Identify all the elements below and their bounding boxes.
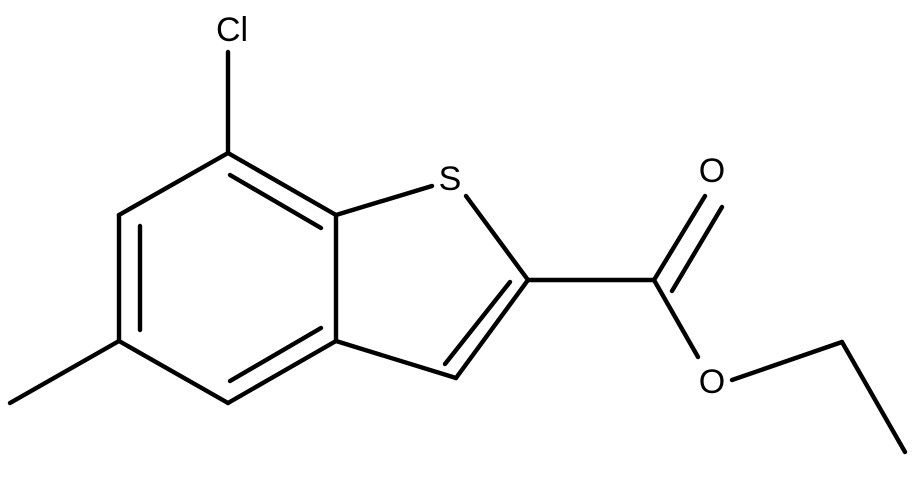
bond-ester-o-ch2 <box>729 339 845 383</box>
bond-ch2-ch3 <box>839 339 908 455</box>
bond-c2-c3-inner <box>442 279 513 367</box>
bond-c7a-c7-inner <box>227 172 324 231</box>
bond-c4-c5 <box>116 338 231 406</box>
bond-c3-c3a <box>333 338 459 381</box>
bond-c3a-c4 <box>225 338 339 406</box>
bond-s-c2 <box>463 193 531 283</box>
bond-carbonyl-ester-o <box>651 277 701 360</box>
bond-c5-methyl <box>7 338 122 406</box>
carbonyl-oxygen-label: O <box>699 152 725 190</box>
bond-carbonyl-o-b <box>669 204 725 294</box>
ester-oxygen-label: O <box>699 363 725 401</box>
bond-c7-c7a <box>225 150 339 218</box>
bond-c6-c7 <box>116 150 231 218</box>
chlorine-label: Cl <box>216 11 248 49</box>
bond-c2-c3 <box>453 277 531 381</box>
sulfur-label: S <box>439 160 462 198</box>
bond-c7a-s <box>333 183 435 218</box>
bond-carbonyl-o-a <box>651 193 708 283</box>
bond-c3a-c4-inner <box>227 325 324 384</box>
